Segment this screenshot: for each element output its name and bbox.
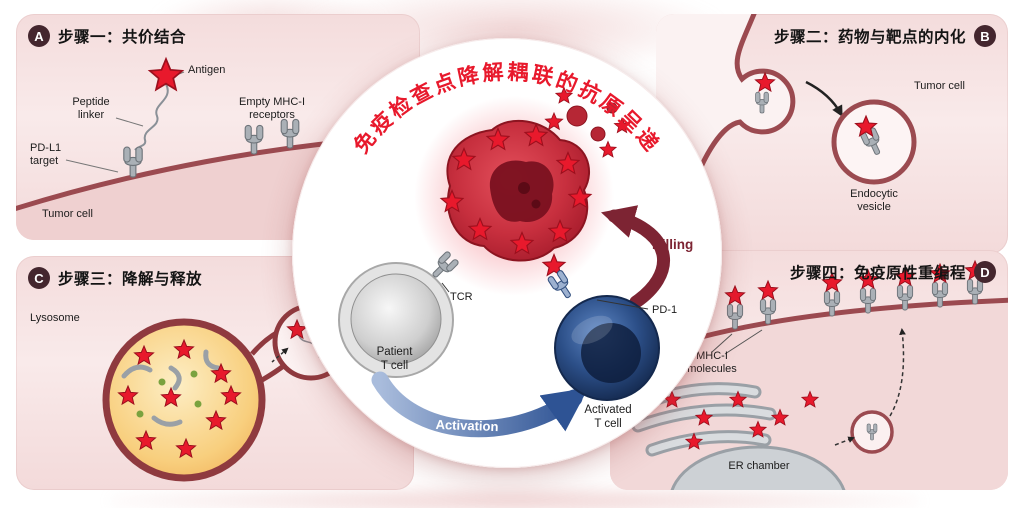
pointer-line [115, 117, 144, 127]
central-mechanism-diagram: 免疫检查点降解耦联的抗原呈递 Patient T cell TCR Activa… [292, 38, 722, 468]
pointer-line [65, 159, 119, 173]
tumor-cell-label: Tumor cell [914, 80, 965, 92]
mhc-molecules-label: MHC-I molecules [687, 350, 737, 375]
empty-mhc-receptor-icon [244, 124, 264, 155]
empty-mhc-label: Empty MHC-I receptors [239, 96, 305, 121]
pdl1-receptor-icon [123, 146, 143, 178]
patient-t-cell-label: Patient T cell [376, 346, 413, 372]
enzyme-dots [136, 370, 202, 418]
panel-b-badge: B [974, 25, 996, 47]
panel-step3-degradation-release: C 步骤三：降解与释放 Lysosome [16, 256, 414, 490]
cell-membrane-invagination [670, 14, 796, 254]
killing-arrow [600, 205, 671, 309]
antigen-label: Antigen [188, 64, 226, 76]
tumor-fragments [555, 87, 631, 158]
panel-c-title: 步骤三：降解与释放 [58, 271, 203, 288]
peptide-linker-squiggle [134, 83, 169, 151]
pdl1-target-label: PD-L1 target [30, 142, 62, 167]
activated-t-cell [546, 269, 660, 401]
endocytic-vesicle-label: Endocytic vesicle [850, 188, 898, 213]
pointer-line [596, 299, 649, 310]
background-pink-strip [110, 486, 920, 508]
panel-a-title: 步骤一：共价结合 [58, 29, 187, 46]
panel-a-badge: A [28, 25, 50, 47]
center-illustration: 免疫检查点降解耦联的抗原呈递 [338, 60, 671, 438]
internalization-arrow [805, 80, 843, 117]
step4-illustration [610, 260, 1008, 490]
activation-arrow [371, 371, 589, 438]
pointer-line [441, 282, 450, 293]
tcr-label: TCR [450, 291, 473, 303]
peptide-linker-label: Peptide linker [72, 96, 110, 121]
activated-t-cell-nucleus [581, 323, 641, 383]
tumor-cell-label: Tumor cell [42, 208, 93, 220]
step2-illustration [656, 14, 917, 254]
pointer-line [724, 329, 763, 355]
activated-t-cell-label: Activated T cell [584, 404, 632, 430]
panel-c-badge: C [28, 267, 50, 289]
extracellular-region [656, 14, 793, 254]
patient-t-cell [338, 250, 460, 378]
er-to-vesicle-dashed-arrow [834, 436, 855, 446]
panel-d-badge: D [974, 261, 996, 283]
lysosome-label: Lysosome [30, 312, 80, 324]
pointer-line [711, 333, 733, 353]
er-chamber-body [670, 445, 846, 490]
vesicle-to-membrane-dashed-arrow [889, 327, 906, 417]
step3-illustration [102, 303, 350, 482]
panel-b-title: 步骤二：药物与靶点的内化 [773, 29, 966, 46]
pd1-label: PD-1 [652, 304, 678, 316]
killing-label: Killing [652, 237, 694, 252]
panel-d-title: 步骤四：免疫原性重编程 [789, 265, 966, 282]
degraded-receptor-fragments [121, 349, 221, 427]
er-chamber-label: ER chamber [728, 460, 790, 472]
